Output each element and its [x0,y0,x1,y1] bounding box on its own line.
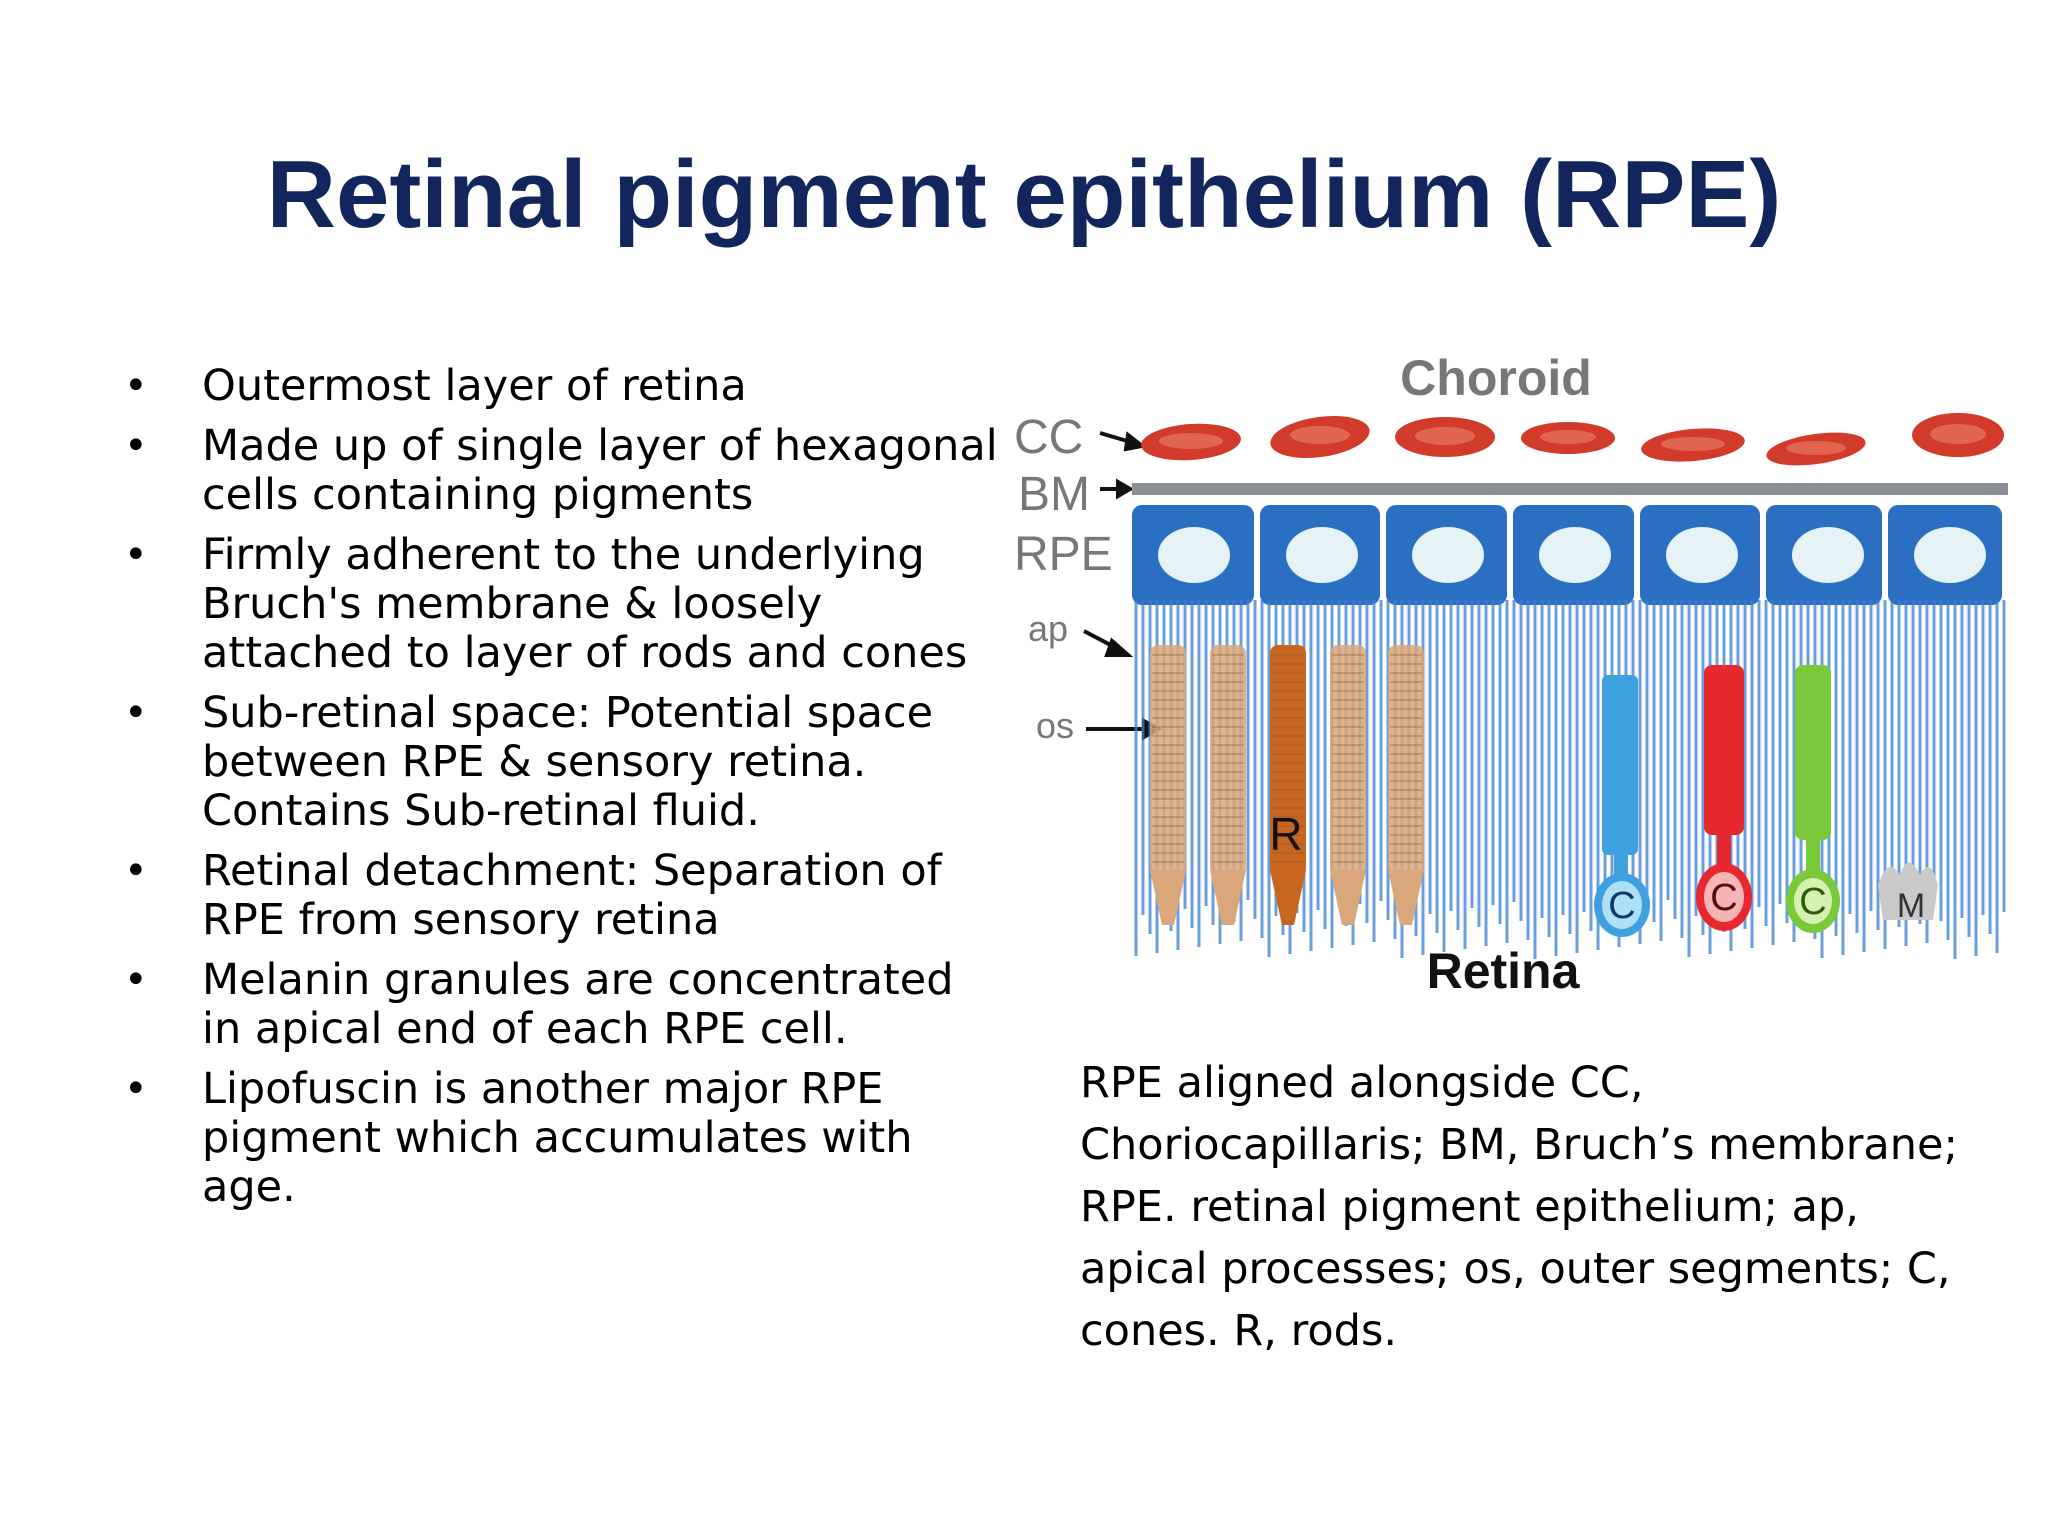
rpe-cell-layer [1132,505,2002,605]
bm-label: BM [1018,468,1090,521]
rpe-nucleus [1539,527,1611,583]
cone-label-1: C [1608,885,1635,927]
bullet-item: • Sub-retinal space: Potential space betw… [120,689,1000,836]
bullet-text: Lipofuscin is another major RPE pigment … [202,1064,913,1212]
bullet-list: • Outermost layer of retina • Made up of s… [120,362,1000,1223]
rod-terminal [1150,870,1186,925]
rpe-label: RPE [1014,528,1113,581]
bullet-dot: • [124,363,148,409]
rpe-diagram-svg: Choroid Retina CC BM RPE ap os [1014,350,2008,999]
rod-cell [1388,645,1424,875]
rod-terminal [1270,870,1306,925]
rpe-nucleus [1914,527,1986,583]
bullet-item: • Lipofuscin is another major RPE pigment… [120,1065,1000,1212]
bullet-text: Sub-retinal space: Potential space betwe… [202,688,934,836]
bullet-item: • Made up of single layer of hexagonal ce… [120,422,1000,520]
bullet-item: • Outermost layer of retina [120,362,1000,411]
os-label: os [1036,705,1074,746]
choriocapillaris [1141,413,2004,466]
rpe-nucleus [1158,527,1230,583]
rod-cell [1210,645,1246,875]
bullet-text: Made up of single layer of hexagonal cel… [202,421,998,520]
bullet-text: Retinal detachment: Separation of RPE fr… [202,846,942,945]
bullet-dot: • [124,532,148,578]
rpe-diagram: Choroid Retina CC BM RPE ap os [1008,345,2008,1015]
choroid-label: Choroid [1400,350,1592,406]
ap-label: ap [1028,608,1068,649]
bullet-dot: • [124,423,148,469]
bullet-dot: • [124,1066,148,1112]
rpe-nucleus [1792,527,1864,583]
rod-cell [1150,645,1186,875]
rod-cell [1330,645,1366,875]
cc-label: CC [1014,411,1083,464]
bullet-dot: • [124,957,148,1003]
cone-group: C C C [1594,665,1840,937]
bullet-dot: • [124,690,148,736]
rod-terminal [1388,870,1424,925]
bullet-item: • Firmly adherent to the underlying Bruch… [120,531,1000,678]
muller-label: M [1897,887,1925,925]
figure-caption: RPE aligned alongside CC, Choriocapillar… [1080,1058,1958,1356]
bullet-item: • Melanin granules are concentrated in ap… [120,956,1000,1054]
rod-terminal [1210,870,1246,925]
bullet-text: Melanin granules are concentrated in api… [202,955,954,1054]
rpe-nucleus [1412,527,1484,583]
rod-group: R [1150,645,1424,925]
bruchs-membrane [1132,483,2008,495]
bullet-text: Outermost layer of retina [202,361,747,411]
bullet-item: • Retinal detachment: Separation of RPE f… [120,847,1000,945]
rpe-nucleus [1666,527,1738,583]
cone-label-3: C [1799,881,1826,923]
cone-label-2: C [1710,877,1737,919]
rod-label: R [1269,808,1302,860]
rpe-nucleus [1286,527,1358,583]
slide-title: Retinal pigment epithelium (RPE) [266,141,1782,248]
apical-processes [1134,600,2006,959]
bullet-text: Firmly adherent to the underlying Bruch'… [202,530,968,678]
muller-cell: M [1878,862,1938,925]
rod-terminal [1330,870,1366,925]
bullet-dot: • [124,848,148,894]
